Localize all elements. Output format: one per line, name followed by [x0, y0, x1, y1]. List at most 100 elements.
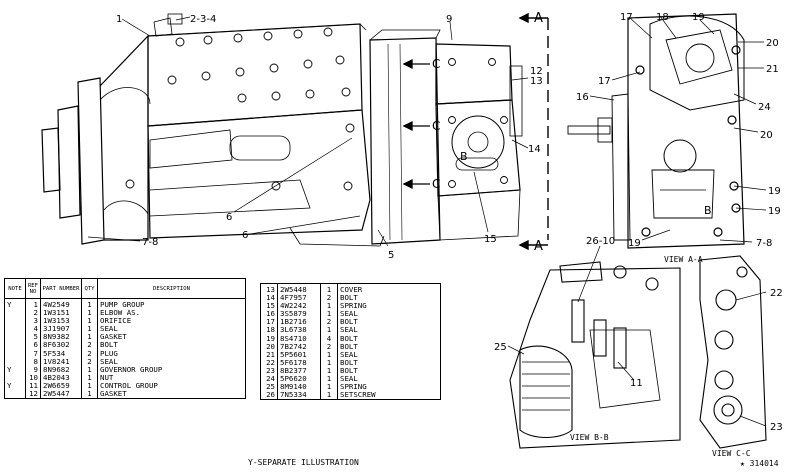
cell-ref-no: 18 [266, 325, 275, 335]
cell-description: ELBOW AS. [97, 308, 246, 318]
section-c-mid: C [432, 119, 440, 133]
cell-ref-no: 24 [266, 374, 275, 384]
cell-description: CONTROL GROUP [97, 381, 246, 391]
callout-11: 11 [630, 378, 643, 389]
callout-17a: 17 [620, 12, 633, 23]
cell-part-number: 7N5334 [277, 391, 321, 400]
parts-table-left-header: NOTE REF NO PART NUMBER QTY DESCRIPTION [4, 278, 246, 299]
callout-1: 1 [116, 14, 122, 25]
cell-qty: 2 [320, 318, 338, 327]
pump-group-side-view [41, 13, 523, 247]
callout-6b: 6 [242, 230, 248, 241]
cell-part-number: 5P6620 [277, 374, 321, 384]
cell-ref-no: 25 [266, 382, 275, 392]
callout-21: 21 [766, 64, 779, 75]
cell-description: SPRING [337, 302, 441, 311]
leader-lines-main [87, 16, 529, 247]
cell-qty: 2 [81, 357, 98, 366]
cell-description: PUMP GROUP [97, 298, 246, 310]
cell-ref-no: 20 [266, 341, 275, 351]
cell-note: Y [4, 381, 26, 391]
cell-part-number: 8M9140 [277, 383, 321, 392]
view-bb-label: VIEW B-B [570, 433, 609, 442]
callout-24: 24 [758, 102, 771, 113]
cell-ref-no: 6 [25, 341, 41, 350]
cell-part-number: 3S5879 [277, 310, 321, 319]
view-cc-drawing [699, 255, 767, 449]
cell-part-number: 8S4710 [277, 334, 321, 343]
callout-19c: 19 [768, 206, 781, 217]
callout-18: 18 [656, 12, 669, 23]
callout-5: 5 [388, 250, 394, 261]
cell-part-number: 4W2549 [40, 298, 82, 310]
cell-ref-no: 17 [266, 317, 275, 327]
header-ref-no: REF NO [25, 278, 41, 299]
callout-13: 13 [530, 76, 543, 87]
leader-lines-view-aa [589, 15, 767, 243]
cell-part-number: 5F6178 [277, 358, 321, 367]
cell-ref-no: 10 [25, 373, 41, 382]
section-c-bottom: C [432, 177, 440, 191]
cell-description: ORIFICE [97, 317, 246, 326]
section-c-top: C [432, 57, 440, 71]
callout-26-10: 26-10 [586, 236, 615, 247]
view-aa-drawing [567, 13, 745, 249]
cell-note [4, 373, 26, 382]
cell-description: SPRING [337, 383, 441, 392]
cell-note [4, 325, 26, 334]
cell-ref-no: 21 [266, 349, 275, 359]
cell-description: SEAL [97, 357, 246, 366]
cell-qty: 2 [320, 342, 338, 351]
cell-ref-no: 19 [266, 333, 275, 343]
cell-qty: 1 [81, 325, 98, 334]
cell-note [4, 341, 26, 350]
cell-part-number: 5F534 [40, 349, 82, 358]
header-qty: QTY [81, 278, 98, 299]
cell-ref-no: 1 [25, 298, 41, 310]
cell-part-number: 4B2043 [40, 373, 82, 382]
cell-ref-no: 15 [266, 301, 275, 311]
cell-qty: 1 [81, 381, 98, 391]
callout-14: 14 [528, 144, 541, 155]
cell-part-number: 3J1907 [40, 325, 82, 334]
cell-part-number: 8N9382 [40, 333, 82, 342]
leader-lines-view-bb [507, 245, 635, 381]
view-bb-drawing [509, 261, 681, 449]
figure-caption: Y-SEPARATE ILLUSTRATION [248, 458, 359, 467]
cell-note [4, 309, 26, 318]
callout-7-8-view-aa: 7-8 [756, 238, 772, 249]
section-arrows-c [402, 58, 430, 190]
header-part-number: PART NUMBER [40, 278, 82, 299]
cell-part-number: 5P5601 [277, 350, 321, 359]
cell-ref-no: 3 [25, 317, 41, 326]
callout-12: 12 [530, 66, 543, 77]
cell-qty: 1 [81, 390, 98, 399]
cell-qty: 1 [81, 333, 98, 342]
cell-note: Y [4, 365, 26, 374]
callout-15: 15 [484, 234, 497, 245]
cell-qty: 1 [320, 374, 338, 384]
cell-ref-no: 14 [266, 293, 275, 303]
cell-part-number: 2W6659 [40, 381, 82, 391]
cell-part-number: 8B2377 [277, 366, 321, 376]
cell-description: BOLT [97, 341, 246, 350]
callout-25: 25 [494, 342, 507, 353]
cell-qty: 2 [320, 293, 338, 303]
cell-ref-no: 9 [25, 365, 41, 374]
callout-20b: 20 [760, 130, 773, 141]
cell-ref-no: 11 [25, 381, 41, 391]
cell-qty: 1 [320, 391, 338, 400]
